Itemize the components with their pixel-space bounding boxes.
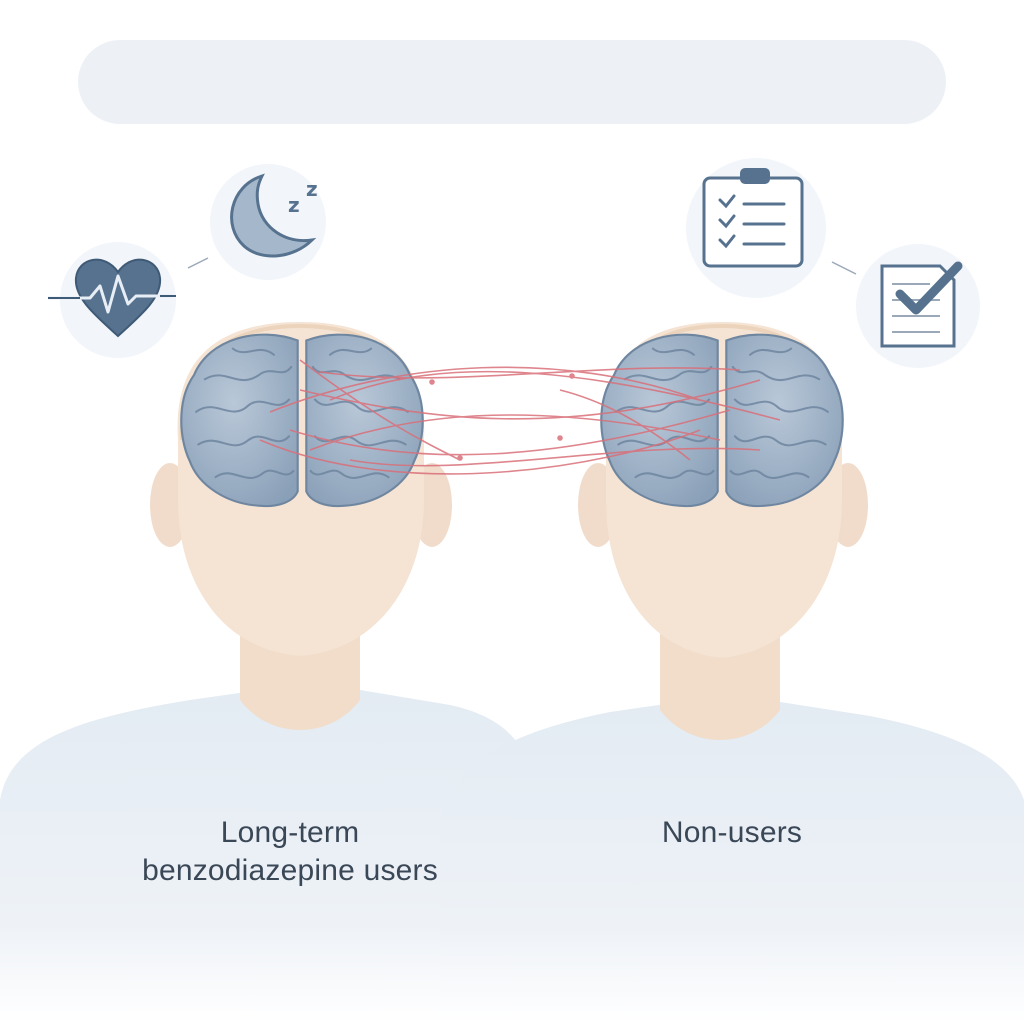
checked-document-icon (856, 244, 980, 368)
svg-text:z: z (306, 177, 318, 201)
title-bar (78, 40, 946, 124)
neural-connections (259, 359, 781, 475)
group-label-line2: benzodiazepine users (142, 854, 438, 887)
group-label-text: Non-users (661, 816, 803, 849)
group-label-non-users: Non-users (582, 814, 882, 852)
svg-text:z: z (288, 193, 300, 217)
person-right (440, 322, 1024, 1024)
group-label-long-term-users: Long-term benzodiazepine users (90, 814, 490, 890)
checklist-clipboard-icon (686, 158, 826, 298)
heart-rate-icon (48, 242, 176, 358)
group-label-line1: Long-term (220, 816, 360, 849)
person-left (0, 322, 540, 1024)
sleep-moon-icon: z z (210, 164, 326, 280)
